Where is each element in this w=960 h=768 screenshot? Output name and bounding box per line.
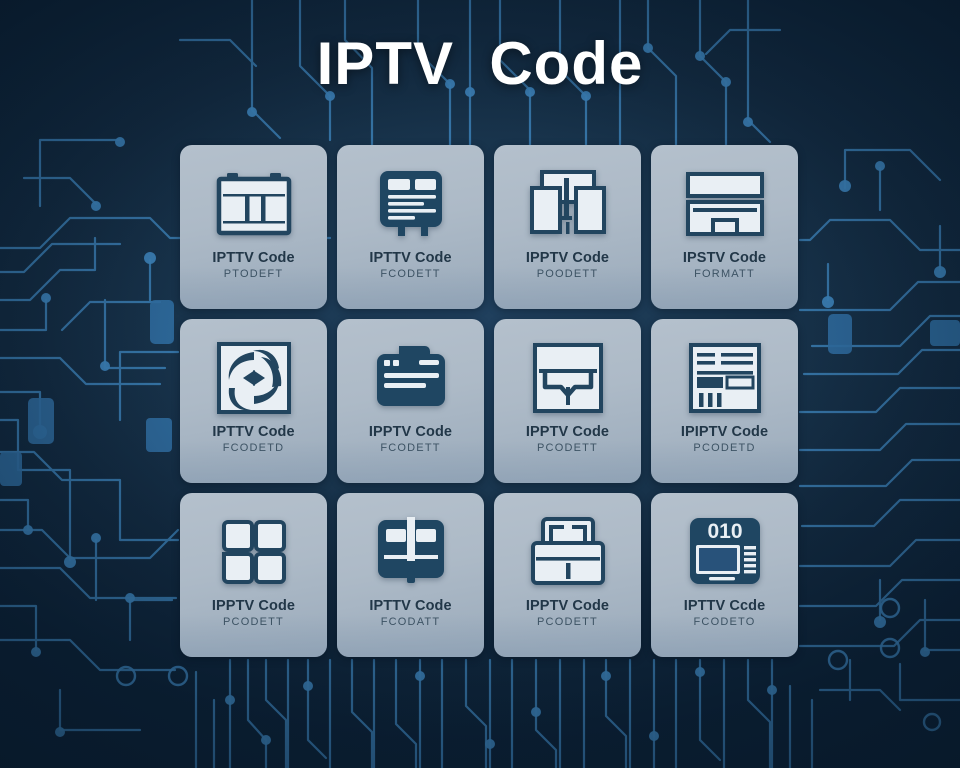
folder-card-icon — [375, 335, 447, 421]
layout-window-icon — [216, 161, 292, 247]
card-title: IPPTV Code — [525, 424, 610, 440]
card-labels: IPTTV Code FCODATT — [369, 597, 451, 630]
card-subtitle: PCODETT — [223, 616, 284, 628]
four-panels-icon — [216, 509, 292, 595]
card-labels: IPIPTV Code PCODETD — [681, 423, 768, 456]
icon-card-grid: IPTTV Code PTODEFT IPTT — [180, 145, 798, 657]
card-title: IPPTV Code — [368, 424, 453, 440]
download-tray-icon — [532, 335, 603, 421]
stacked-bars-icon — [685, 161, 764, 247]
dashboard-report-icon — [688, 335, 761, 421]
card-labels: IPPTV Code FCODETT — [369, 423, 452, 456]
open-book-icon — [376, 509, 446, 595]
swirl-refresh-icon — [216, 335, 291, 421]
card-subtitle: FCODETO — [693, 616, 756, 628]
card-labels: IPPTV Code POODETT — [526, 249, 609, 282]
card-10[interactable]: IPTTV Code FCODATT — [337, 493, 484, 657]
card-labels: IPPTV Code PCODETT — [212, 597, 295, 630]
card-title: IPPTV Code — [211, 598, 296, 614]
card-9[interactable]: IPPTV Code PCODETT — [180, 493, 327, 657]
card-subtitle: PCODETT — [537, 616, 598, 628]
card-8[interactable]: IPIPTV Code PCODETD — [651, 319, 798, 483]
card-labels: IPTTV Code FCODETD — [212, 423, 294, 456]
card-subtitle: FORMATT — [694, 268, 755, 280]
card-subtitle: POODETT — [536, 268, 599, 280]
card-labels: IPSTV Code FORMATT — [683, 249, 766, 282]
card-11[interactable]: IPPTV Code PCODETT — [494, 493, 641, 657]
card-title: IPTTV Code — [212, 250, 295, 266]
card-3[interactable]: IPPTV Code POODETT — [494, 145, 641, 309]
card-title: IPPTV Code — [525, 598, 610, 614]
card-title: IPTTV Code — [369, 598, 452, 614]
card-subtitle: PCODETT — [537, 442, 598, 454]
card-1[interactable]: IPTTV Code PTODEFT — [180, 145, 327, 309]
tv-binary-icon: 010 — [687, 509, 763, 595]
card-labels: IPTTV Ccde FCODETO — [684, 597, 766, 630]
card-subtitle: FCODATT — [380, 616, 441, 628]
page-title: IPTV Code — [316, 30, 644, 97]
card-subtitle: FCODETD — [222, 442, 285, 454]
card-6[interactable]: IPPTV Code FCODETT — [337, 319, 484, 483]
card-title: IPTTV Code — [369, 250, 452, 266]
card-labels: IPTTV Code PTODEFT — [212, 249, 294, 282]
card-labels: IPPTV Code PCODETT — [526, 597, 609, 630]
card-7[interactable]: IPPTV Code PCODETT — [494, 319, 641, 483]
card-4[interactable]: IPSTV Code FORMATT — [651, 145, 798, 309]
document-lines-icon — [376, 161, 446, 247]
briefcase-lock-icon — [530, 509, 605, 595]
card-subtitle: PTODEFT — [223, 268, 284, 280]
card-title: IPIPTV Code — [680, 424, 769, 440]
card-title: IPTTV Code — [212, 424, 295, 440]
card-labels: IPTTV Code FCODETT — [369, 249, 451, 282]
card-title: IPPTV Code — [525, 250, 610, 266]
card-title: IPTTV Ccde — [683, 598, 766, 614]
card-labels: IPPTV Code PCODETT — [526, 423, 609, 456]
split-panels-icon — [529, 161, 606, 247]
card-subtitle: PCODETD — [693, 442, 756, 454]
card-title: IPSTV Code — [682, 250, 767, 266]
card-subtitle: FCODETT — [380, 442, 441, 454]
card-12[interactable]: 010 IPTTV Ccde FCODETO — [651, 493, 798, 657]
card-2[interactable]: IPTTV Code FCODETT — [337, 145, 484, 309]
tv-binary-badge: 010 — [707, 520, 742, 543]
card-5[interactable]: IPTTV Code FCODETD — [180, 319, 327, 483]
card-subtitle: FCODETT — [380, 268, 441, 280]
